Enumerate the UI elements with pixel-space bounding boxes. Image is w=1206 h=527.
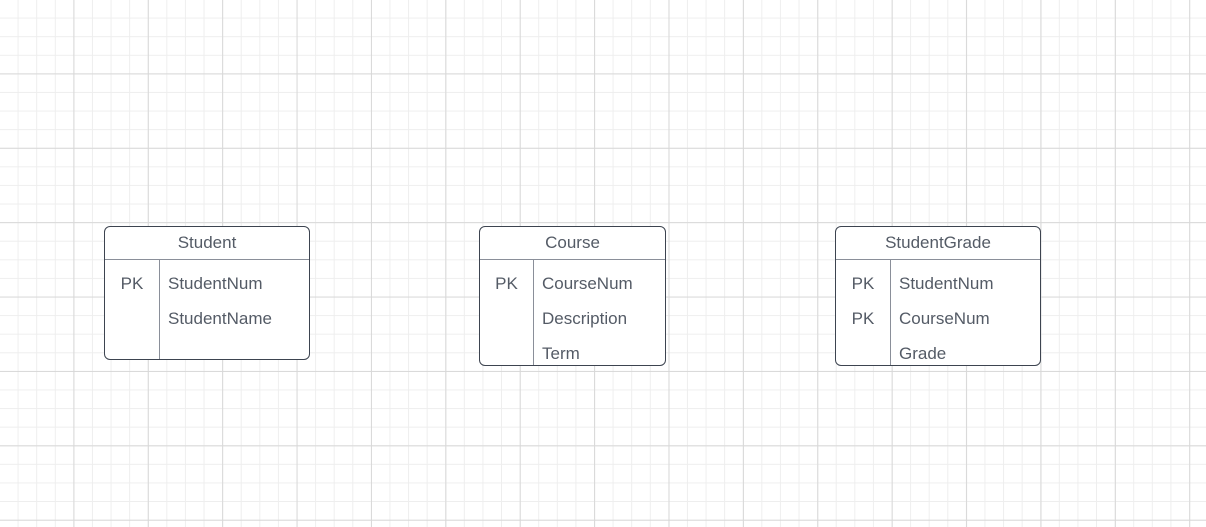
key-cell: PK xyxy=(851,309,875,328)
attribute-cell: CourseNum xyxy=(542,274,633,293)
key-cell: PK xyxy=(495,274,518,293)
key-column: PK xyxy=(105,260,160,359)
key-column: PK PK xyxy=(836,260,891,365)
key-cell xyxy=(105,301,159,336)
attribute-cell: StudentNum xyxy=(168,274,263,293)
attribute-cell: CourseNum xyxy=(899,309,990,328)
key-column: PK xyxy=(480,260,534,365)
key-cell xyxy=(836,336,890,365)
attribute-cell: Grade xyxy=(899,344,947,363)
entity-title: StudentGrade xyxy=(836,227,1040,260)
attribute-cell: Term xyxy=(542,344,580,363)
entity-title: Student xyxy=(105,227,309,260)
key-cell: PK xyxy=(120,274,144,293)
key-cell xyxy=(480,301,533,336)
key-cell xyxy=(480,336,533,365)
key-cell: PK xyxy=(851,274,875,293)
attribute-cell: StudentNum xyxy=(899,274,994,293)
attribute-cell: Description xyxy=(542,309,628,328)
entity-title: Course xyxy=(480,227,665,260)
attribute-cell: StudentName xyxy=(168,309,272,328)
